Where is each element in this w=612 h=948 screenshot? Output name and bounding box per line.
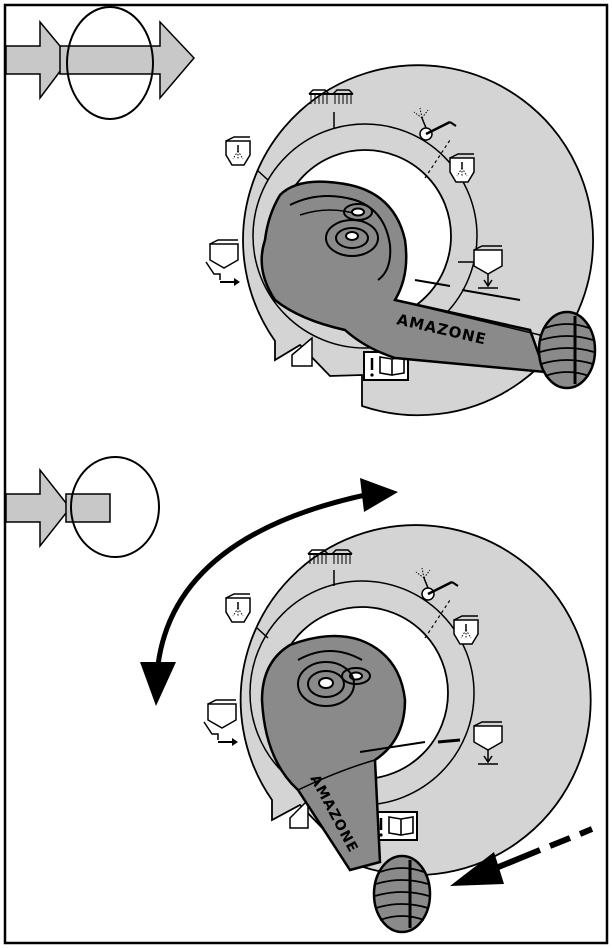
panel-bottom: AMAZONE xyxy=(5,456,594,934)
knob-swirl-bottom xyxy=(297,650,371,707)
push-arrow-indicator xyxy=(5,6,196,120)
tank-nozzle-icon-right xyxy=(449,153,475,183)
rotate-arrow-icon xyxy=(140,478,398,706)
tank-nozzle-icon xyxy=(225,136,251,166)
knob-swirl xyxy=(325,203,379,257)
tank-outlet-icon xyxy=(205,239,241,287)
tank-nozzle-icon-right-bottom xyxy=(453,615,479,645)
release-arrow-indicator xyxy=(5,456,160,558)
rotary-knob[interactable]: AMAZONE xyxy=(260,180,597,390)
knob-grip-bottom xyxy=(372,854,432,934)
tank-outlet-icon-bottom xyxy=(203,699,239,747)
knob-grip xyxy=(537,310,597,390)
tank-corner-icon xyxy=(291,336,313,367)
push-direction-arrow xyxy=(450,826,594,886)
panel-top: AMAZONE xyxy=(5,6,597,417)
tank-nozzle-icon-bottom xyxy=(225,593,251,623)
figure-frame xyxy=(3,3,609,945)
tank-corner-icon-bottom xyxy=(289,798,309,829)
